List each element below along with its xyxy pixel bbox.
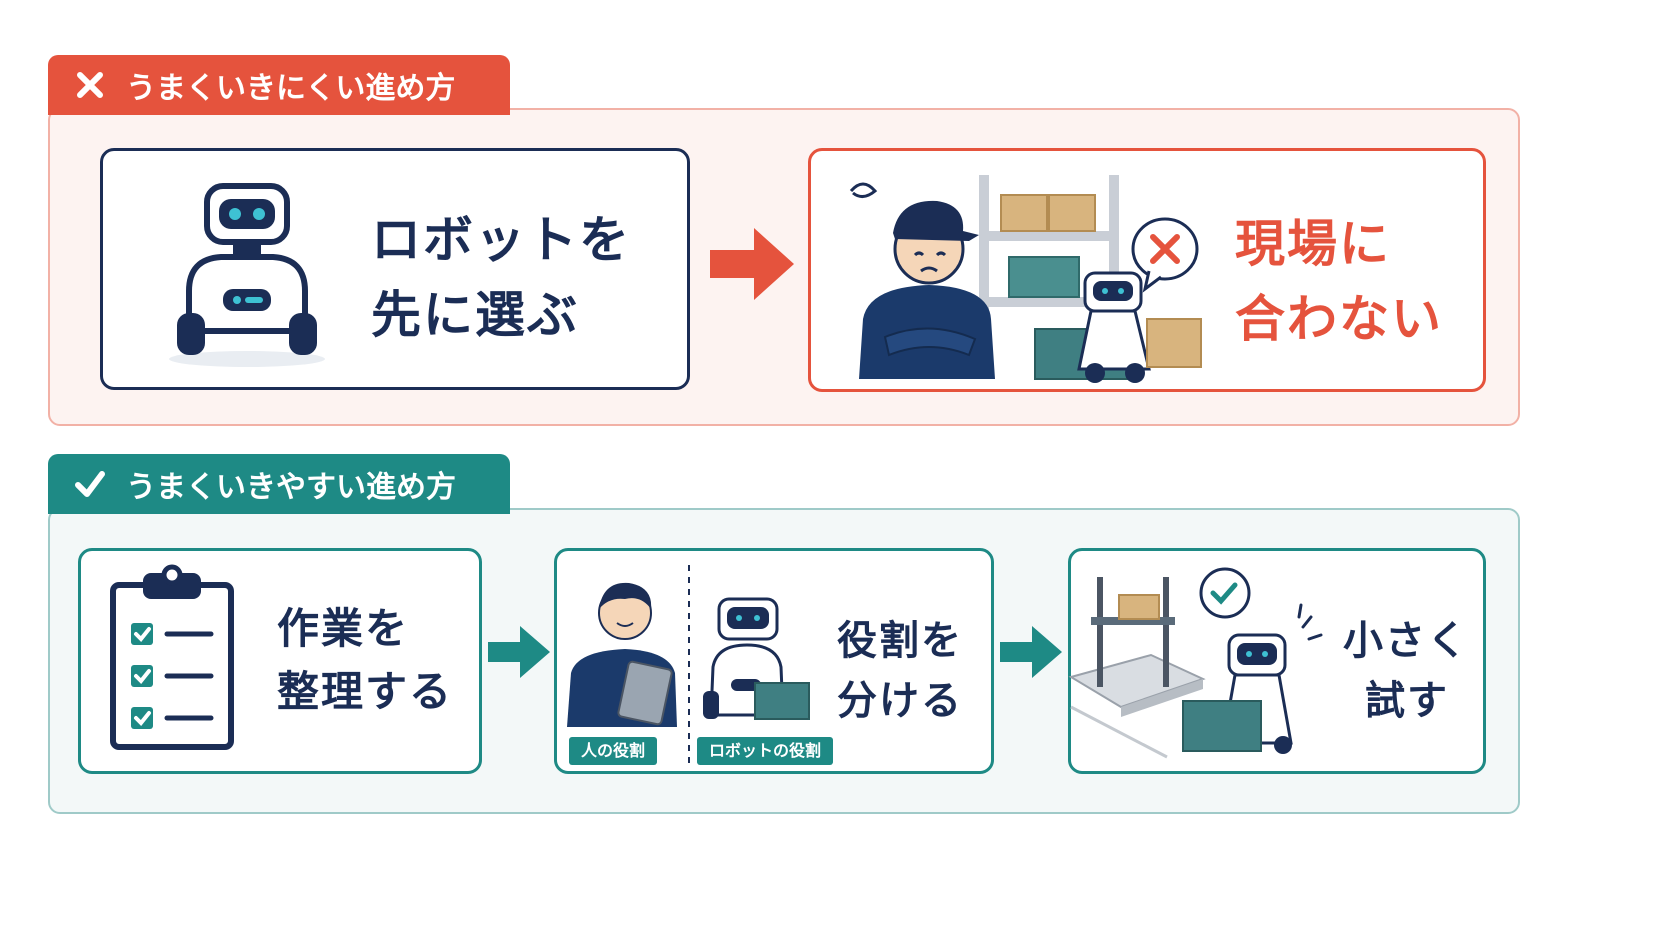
robot-role-label: ロボットの役割 [697, 737, 834, 765]
text-line-1: ロボットを [371, 211, 631, 269]
try-small-text: 小さく 試す [1343, 611, 1469, 731]
text-line-2: 整理する [277, 667, 454, 716]
text-line-2: 試す [1365, 678, 1449, 724]
text-line-1: 役割を [837, 618, 963, 664]
text-line-2: 先に選ぶ [371, 286, 579, 344]
choose-robot-first-text: ロボットを 先に選ぶ [371, 203, 631, 353]
mismatch-result-text: 現場に 合わない [1235, 207, 1443, 357]
robot-with-bin-illustration [703, 597, 810, 720]
robot-icon [169, 183, 325, 367]
worker-with-clipboard-illustration [567, 582, 677, 727]
bad-approach-heading-tab: うまくいきにくい進め方 [48, 55, 510, 115]
small-trial-illustration [1068, 567, 1323, 759]
clipboard-checklist-icon [110, 564, 234, 750]
check-icon [72, 466, 108, 502]
text-line-1: 作業を [277, 604, 410, 653]
arrow-right-icon [488, 626, 550, 678]
arrow-right-icon [710, 228, 794, 300]
divide-roles-card: 人の役割 ロボットの役割 役割を 分ける [554, 548, 994, 774]
bad-approach-heading: うまくいきにくい進め方 [126, 71, 456, 106]
organize-work-card: 作業を 整理する [78, 548, 482, 774]
try-small-card: 小さく 試す [1068, 548, 1486, 774]
divide-roles-text: 役割を 分ける [837, 611, 963, 731]
human-role-label: 人の役割 [569, 737, 658, 765]
dashed-divider [688, 565, 690, 765]
text-line-2: 合わない [1235, 290, 1443, 348]
text-line-2: 分ける [837, 678, 963, 724]
good-approach-heading-tab: うまくいきやすい進め方 [48, 454, 510, 514]
text-line-1: 現場に [1235, 215, 1391, 273]
cross-icon [72, 67, 108, 103]
choose-robot-first-card: ロボットを 先に選ぶ [100, 148, 690, 390]
mismatch-result-card: 現場に 合わない [808, 148, 1486, 392]
good-approach-heading: うまくいきやすい進め方 [126, 470, 456, 505]
arrow-right-icon [1000, 626, 1062, 678]
text-line-1: 小さく [1343, 618, 1469, 664]
organize-work-text: 作業を 整理する [277, 597, 453, 723]
warehouse-mismatch-illustration [849, 175, 1202, 383]
